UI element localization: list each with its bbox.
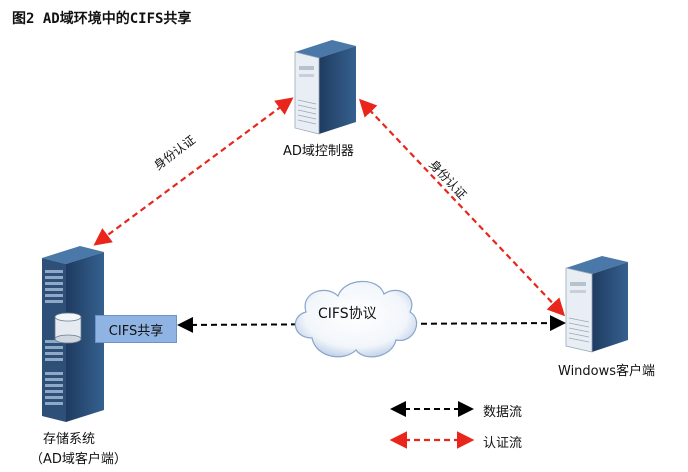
cifs-share-label: CIFS共享 [108,323,164,339]
cifs-share-box: CIFS共享 [95,315,177,343]
auth-edge-right [358,98,566,317]
cifs-protocol-label: CIFS协议 [318,306,377,322]
figure-title: 图2 AD域环境中的CIFS共享 [12,11,192,27]
windows-client-server-icon [565,256,628,353]
legend-auth-flow-label: 认证流 [483,436,523,451]
ad-controller-label: AD域控制器 [283,144,354,159]
storage-rack-icon [42,246,104,422]
storage-label-line2: （AD域客户端） [30,452,127,467]
ad-controller-server-icon [294,40,356,135]
legend-data-flow-label: 数据流 [483,405,523,420]
windows-client-label: Windows客户端 [558,364,656,379]
storage-label-line1: 存储系统 [43,432,96,447]
auth-edge-left [93,97,294,246]
disk-icon [54,312,82,344]
cifs-protocol-cloud [294,280,418,358]
